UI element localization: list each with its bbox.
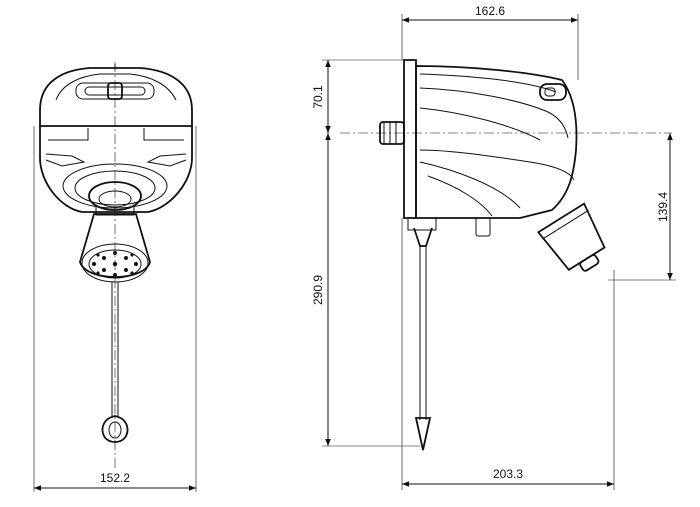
- dim-bottom-right-label: 203.3: [493, 467, 523, 481]
- dim-left-upper-label: 70.1: [311, 85, 325, 109]
- front-view: [39, 62, 193, 470]
- dim-right-label: 139.4: [656, 192, 670, 222]
- dimension-left-upper: 70.1: [311, 59, 404, 133]
- side-view: [379, 59, 606, 451]
- dim-bottom-left-label: 152.2: [100, 471, 130, 485]
- dimension-bottom-left: 152.2: [33, 126, 197, 492]
- dimension-top: 162.6: [401, 4, 579, 80]
- dim-left-total-label: 290.9: [311, 275, 325, 305]
- spray-holes: [92, 251, 138, 277]
- dimension-right: 139.4: [608, 133, 676, 281]
- dimension-bottom-right: 203.3: [401, 218, 615, 490]
- dim-top-label: 162.6: [475, 4, 505, 18]
- dimension-left-total: 290.9: [311, 133, 420, 447]
